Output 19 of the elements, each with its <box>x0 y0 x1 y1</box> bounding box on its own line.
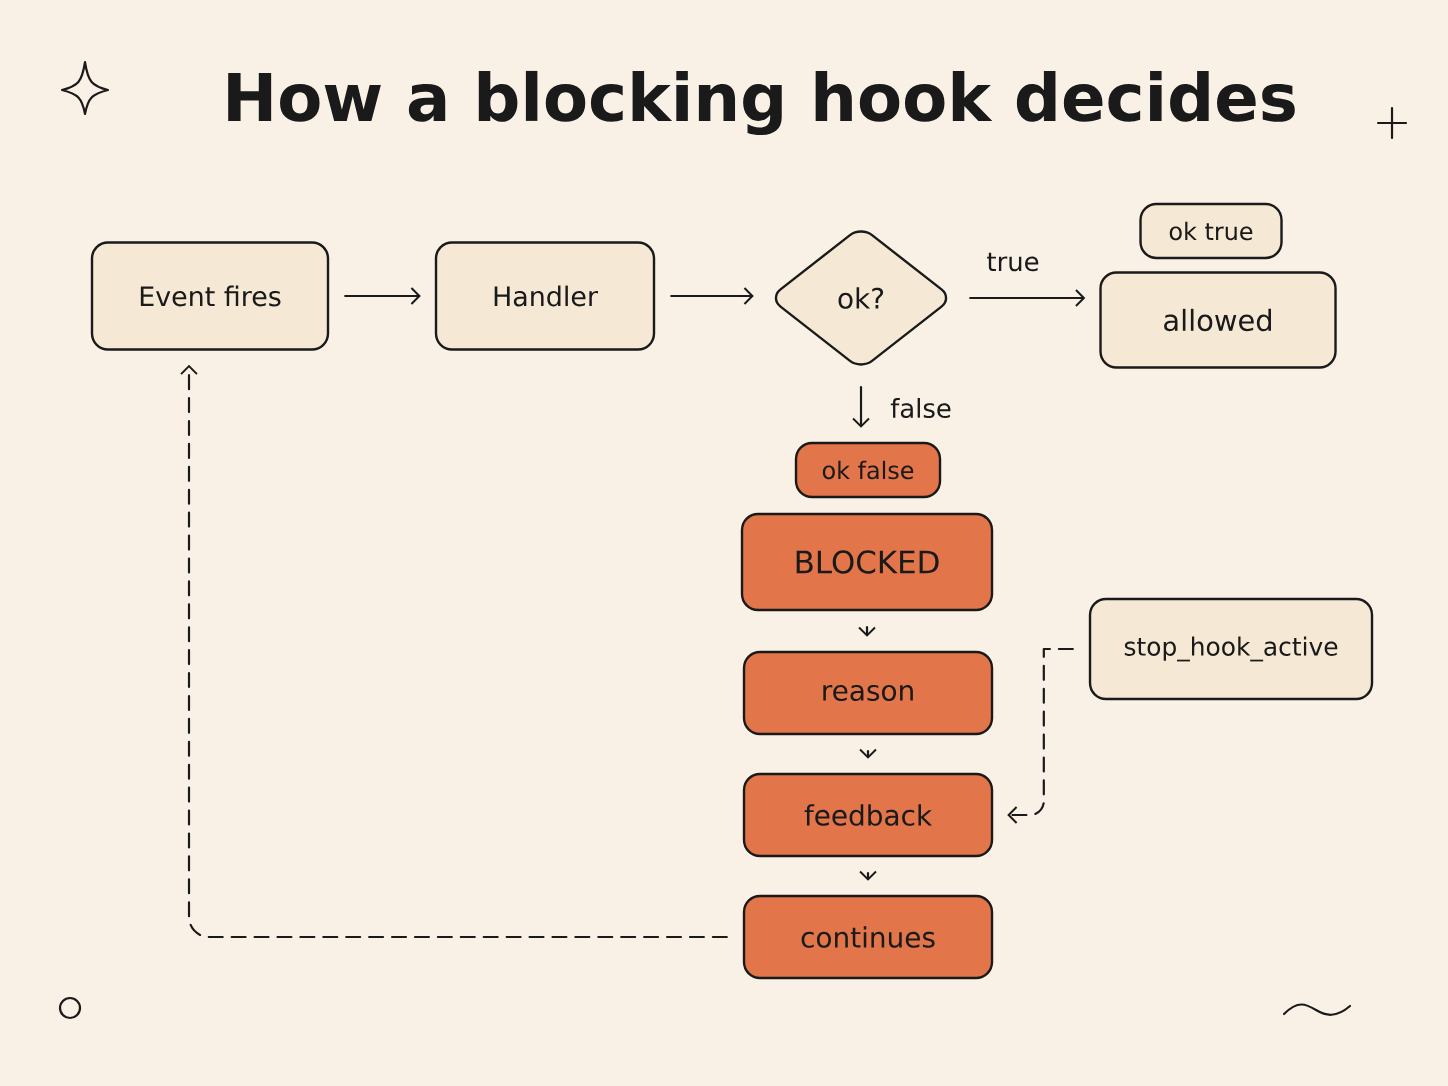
process-box: reason <box>742 650 994 736</box>
process-box: stop_hook_active <box>1088 597 1374 701</box>
process-box: feedback <box>742 772 994 858</box>
process-box: Handler <box>434 241 656 351</box>
edge-label: false <box>888 396 954 420</box>
process-box: allowed <box>1099 271 1337 369</box>
arrow <box>1007 647 1074 824</box>
process-box: BLOCKED <box>740 512 994 612</box>
arrow <box>852 386 870 428</box>
process-box: ok true <box>1139 202 1283 260</box>
arrow <box>344 287 421 305</box>
arrow <box>969 289 1086 307</box>
process-box: continues <box>742 894 994 980</box>
edge-label: true <box>984 250 1042 274</box>
process-box: ok false <box>794 441 942 499</box>
arrow <box>180 364 728 939</box>
process-box: Event fires <box>90 241 330 351</box>
arrow <box>670 287 754 305</box>
title: How a blocking hook decides <box>228 70 1295 136</box>
